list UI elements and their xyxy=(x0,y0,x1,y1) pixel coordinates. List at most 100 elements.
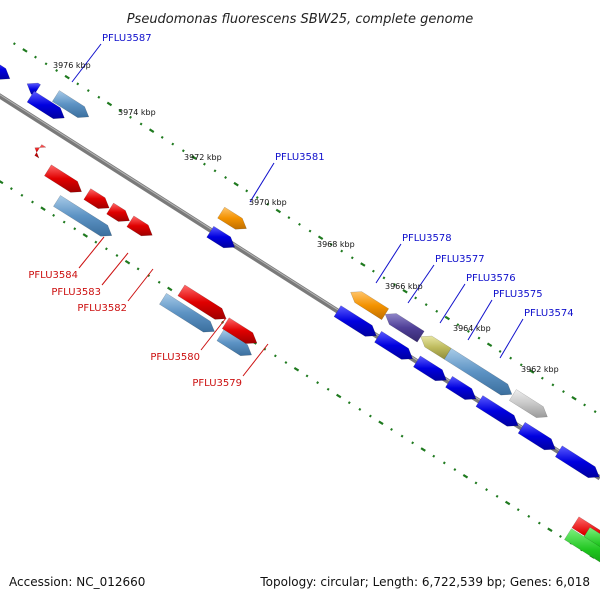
tick-dot xyxy=(233,181,239,187)
genome-summary: Topology: circular; Length: 6,722,539 bp… xyxy=(260,575,590,589)
tick-dot xyxy=(86,89,90,93)
tick-dot xyxy=(9,187,13,191)
gene-label: PFLU3578 xyxy=(402,233,452,244)
tick-dot xyxy=(308,229,312,233)
leader-line xyxy=(249,162,275,203)
tick-dot xyxy=(571,395,577,401)
tick-dot xyxy=(527,514,531,518)
tick-dot xyxy=(420,447,426,452)
tick-dot xyxy=(498,349,502,353)
tick-dot xyxy=(64,74,70,80)
tick-dot xyxy=(0,180,4,185)
tick-dot xyxy=(435,309,439,313)
tick-label: 3970 kbp xyxy=(249,198,287,207)
tick-dot xyxy=(73,227,77,231)
tick-dot xyxy=(537,521,541,525)
tick-dot xyxy=(124,259,131,265)
tick-dot xyxy=(52,213,56,217)
tick-dot xyxy=(559,534,562,538)
gene-arrow xyxy=(582,526,600,550)
tick-dot xyxy=(129,115,132,119)
leader-line xyxy=(200,317,227,351)
tick-dot xyxy=(34,55,37,59)
tick-dot xyxy=(94,240,98,244)
tick-dot xyxy=(340,249,344,253)
accession-label: Accession: NC_012660 xyxy=(9,575,146,589)
tick-dot xyxy=(368,414,372,418)
tick-dot xyxy=(329,242,333,246)
gene-arrow xyxy=(554,445,600,478)
tick-dot xyxy=(453,468,457,472)
tick-dot xyxy=(106,101,113,107)
tick-dot xyxy=(432,454,436,458)
gene-label: PFLU3575 xyxy=(493,289,543,300)
gene-arrow xyxy=(177,284,227,320)
tick-dot xyxy=(424,303,428,307)
tick-dot xyxy=(411,441,415,445)
leader-line xyxy=(439,283,466,324)
tick-dot xyxy=(516,508,520,512)
tick-dot xyxy=(350,256,354,260)
leader-line xyxy=(71,43,102,83)
gene-features xyxy=(0,64,600,563)
leader-line xyxy=(242,343,269,377)
gene-arrow xyxy=(26,90,65,119)
gene-arrow xyxy=(206,225,236,249)
tick-dot xyxy=(245,189,249,193)
tick-dot xyxy=(593,410,597,414)
gene-arrow xyxy=(374,330,413,360)
tick-dot xyxy=(31,200,34,204)
gene-label: PFLU3583 xyxy=(51,287,101,298)
tick-dot xyxy=(171,142,175,146)
tick-dot xyxy=(273,354,277,358)
gene-arrow xyxy=(83,188,110,209)
gene-label: PFLU3577 xyxy=(435,254,485,265)
tick-dot xyxy=(203,162,206,166)
tick-dot xyxy=(504,500,511,506)
tick-label: 3974 kbp xyxy=(118,108,156,117)
tick-dot xyxy=(305,374,309,378)
tick-dot xyxy=(40,206,46,211)
tick-dot xyxy=(62,220,66,224)
tick-dot xyxy=(275,208,282,214)
tick-dot xyxy=(540,376,544,380)
gene-arrow xyxy=(53,195,113,237)
tick-dot xyxy=(456,323,460,327)
gene-arrow xyxy=(475,395,519,427)
label-leader-lines xyxy=(71,43,524,377)
tick-dot xyxy=(336,393,342,399)
gene-arrow xyxy=(51,90,90,118)
gene-arrow xyxy=(216,329,252,356)
gene-label: PFLU3587 xyxy=(102,33,152,44)
tick-dot xyxy=(547,527,553,533)
gene-arrow xyxy=(384,313,425,343)
gene-arrow xyxy=(217,206,247,230)
tick-dot xyxy=(562,390,565,394)
tick-dot xyxy=(148,128,155,133)
tick-dot xyxy=(551,383,555,387)
tick-dot xyxy=(115,254,119,257)
tick-dot xyxy=(347,401,351,405)
gene-arrow xyxy=(420,335,452,360)
leader-line xyxy=(101,252,129,286)
tick-label: 3966 kbp xyxy=(385,282,423,291)
gene-label: PFLU3581 xyxy=(275,152,325,163)
tick-dot xyxy=(390,427,393,431)
tick-dot xyxy=(519,363,523,367)
gene-arrow xyxy=(333,305,377,337)
tick-dot xyxy=(467,329,470,333)
tick-dot xyxy=(474,481,478,485)
leader-line xyxy=(127,268,154,302)
tick-dot xyxy=(157,280,161,284)
gene-arrow xyxy=(106,202,130,222)
gene-arrow xyxy=(508,389,548,418)
gene-arrow xyxy=(413,355,447,382)
gene-arrow xyxy=(0,64,11,80)
tick-dot xyxy=(76,82,80,86)
tick-dot xyxy=(316,381,320,385)
tick-label: 3968 kbp xyxy=(317,240,355,249)
gene-arrow xyxy=(221,317,258,344)
tick-dot xyxy=(287,216,291,220)
tick-dot xyxy=(495,494,499,498)
